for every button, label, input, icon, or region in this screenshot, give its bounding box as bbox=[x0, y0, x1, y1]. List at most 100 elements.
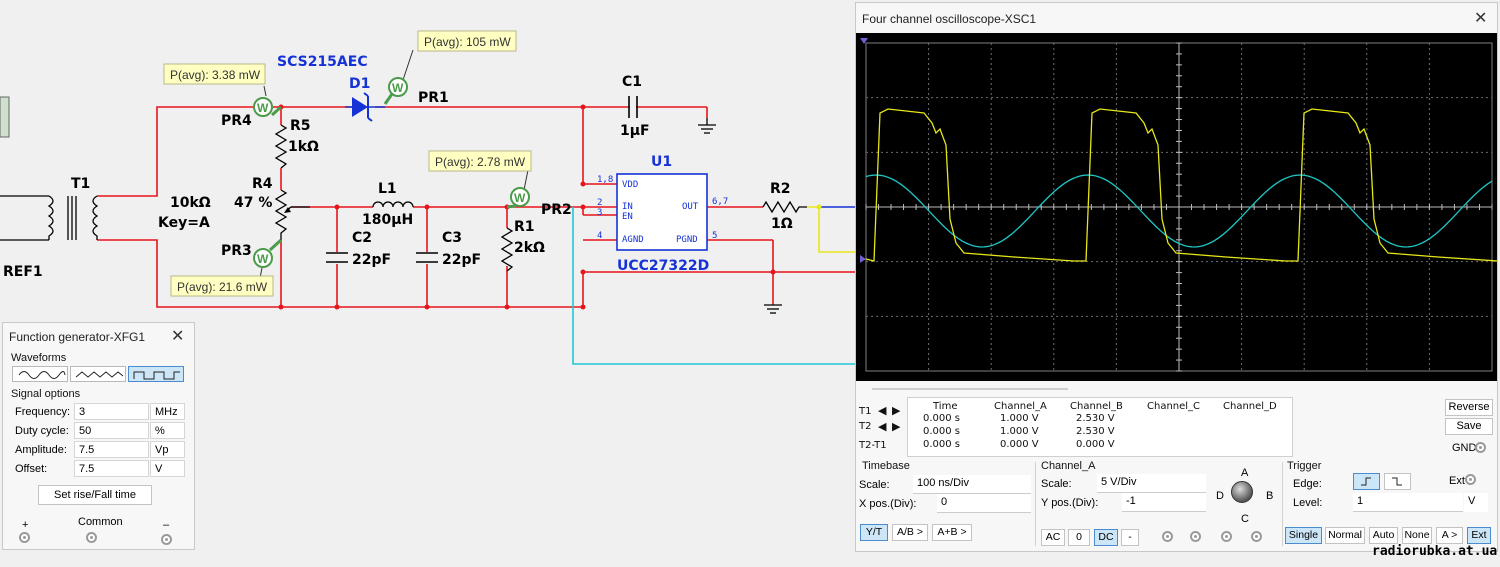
inductor-l1[interactable] bbox=[372, 201, 414, 208]
reverse-button[interactable]: Reverse bbox=[1445, 399, 1493, 416]
capacitor-c1[interactable] bbox=[628, 96, 638, 118]
osc-title: Four channel oscilloscope-XSC1 bbox=[862, 12, 1037, 26]
save-button[interactable]: Save bbox=[1445, 418, 1493, 435]
amplitude-unit[interactable]: Vp bbox=[150, 441, 185, 458]
trigger-ext-button[interactable]: Ext bbox=[1467, 527, 1491, 544]
timebase-header: Timebase bbox=[862, 460, 910, 472]
ext-trigger-terminal[interactable] bbox=[1465, 474, 1476, 485]
trigger-level-field[interactable]: 1 bbox=[1353, 493, 1463, 512]
channel-terminal-3[interactable] bbox=[1221, 531, 1232, 542]
probe-pr1[interactable]: W bbox=[383, 49, 414, 105]
t2-right-arrow-icon[interactable]: ▶ bbox=[892, 420, 901, 433]
channel-selector-knob[interactable] bbox=[1231, 481, 1253, 503]
trigger-auto-button[interactable]: Auto bbox=[1369, 527, 1398, 544]
rising-edge-button[interactable] bbox=[1353, 473, 1380, 490]
trigger-a-button[interactable]: A > bbox=[1436, 527, 1463, 544]
amplitude-label: Amplitude: bbox=[15, 444, 67, 456]
t1-channel-b: 2.530 V bbox=[1076, 413, 1115, 424]
pr3-label: PR3 bbox=[221, 243, 252, 259]
t1-left-arrow-icon[interactable]: ◀ bbox=[878, 404, 887, 417]
channel-terminal-2[interactable] bbox=[1190, 531, 1201, 542]
trigger-edge-label: Edge: bbox=[1293, 478, 1322, 490]
channel-terminal-1[interactable] bbox=[1162, 531, 1173, 542]
mode-ab-button[interactable]: A/B > bbox=[892, 524, 928, 541]
set-rise-fall-button[interactable]: Set rise/Fall time bbox=[38, 485, 152, 505]
knob-label-d: D bbox=[1216, 490, 1224, 502]
xpos-field[interactable]: 0 bbox=[937, 494, 1031, 513]
separator-2 bbox=[1282, 462, 1283, 546]
duty-cycle-field[interactable]: 50 bbox=[74, 422, 149, 439]
c2-name: C2 bbox=[352, 230, 372, 246]
terminal-plus-label: + bbox=[22, 519, 29, 531]
t2-left-arrow-icon[interactable]: ◀ bbox=[878, 420, 887, 433]
knob-label-c: C bbox=[1241, 513, 1249, 525]
c1-value: 1µF bbox=[620, 123, 650, 139]
channel-scale-field[interactable]: 5 V/Div bbox=[1097, 474, 1206, 493]
probe-pr2[interactable]: W bbox=[506, 169, 530, 209]
square-wave-button[interactable] bbox=[128, 366, 184, 382]
close-icon[interactable]: ✕ bbox=[1474, 10, 1488, 27]
offset-label: Offset: bbox=[15, 463, 48, 475]
trigger-none-button[interactable]: None bbox=[1402, 527, 1432, 544]
oscilloscope-screen[interactable] bbox=[856, 33, 1497, 381]
ground-symbol-c1 bbox=[698, 118, 716, 134]
square-wave-icon bbox=[133, 371, 180, 380]
probe-pr4[interactable]: W bbox=[253, 85, 282, 117]
resistor-r2[interactable] bbox=[762, 200, 807, 214]
ypos-field[interactable]: -1 bbox=[1122, 493, 1206, 512]
capacitor-c2[interactable] bbox=[326, 252, 348, 263]
offset-unit[interactable]: V bbox=[150, 460, 185, 477]
c2-value: 22pF bbox=[352, 252, 391, 268]
transformer-t1[interactable] bbox=[0, 195, 99, 241]
trigger-level-unit[interactable]: V bbox=[1464, 493, 1488, 512]
falling-edge-button[interactable] bbox=[1384, 473, 1411, 490]
trigger-level-marker[interactable] bbox=[860, 255, 866, 263]
frequency-unit[interactable]: MHz bbox=[150, 403, 185, 420]
diode-d1[interactable] bbox=[345, 92, 385, 122]
mode-aplusb-button[interactable]: A+B > bbox=[932, 524, 972, 541]
resistor-r1[interactable] bbox=[500, 227, 514, 272]
channel-terminal-4[interactable] bbox=[1251, 531, 1262, 542]
amplitude-field[interactable]: 7.5 bbox=[74, 441, 149, 458]
close-icon[interactable]: ✕ bbox=[171, 328, 185, 345]
frequency-label: Frequency: bbox=[15, 406, 71, 418]
potentiometer-r4[interactable] bbox=[274, 189, 288, 240]
header-channel-b: Channel_B bbox=[1070, 401, 1123, 412]
r4-wiper-arrow bbox=[284, 207, 291, 213]
ic-u1[interactable] bbox=[616, 173, 708, 251]
coupling-minus-button[interactable]: - bbox=[1121, 529, 1139, 546]
u1-pin-en-num: 3 bbox=[597, 208, 602, 218]
oscilloscope-window[interactable]: Four channel oscilloscope-XSC1 ✕ bbox=[855, 2, 1498, 552]
mode-yt-button[interactable]: Y/T bbox=[860, 524, 888, 541]
trigger-normal-button[interactable]: Normal bbox=[1325, 527, 1365, 544]
duty-cycle-unit[interactable]: % bbox=[150, 422, 185, 439]
resistor-r5[interactable] bbox=[274, 124, 288, 169]
coupling-zero-button[interactable]: 0 bbox=[1068, 529, 1090, 546]
coupling-dc-button[interactable]: DC bbox=[1094, 529, 1118, 546]
capacitor-c3[interactable] bbox=[416, 252, 438, 263]
cursor-t1-marker[interactable] bbox=[860, 38, 868, 44]
terminal-common[interactable] bbox=[86, 532, 97, 543]
triangle-wave-button[interactable] bbox=[70, 366, 126, 382]
probe-readout-pr4-text: P(avg): 3.38 mW bbox=[170, 68, 261, 82]
screen-scrollbar[interactable] bbox=[872, 388, 1068, 390]
trigger-single-button[interactable]: Single bbox=[1285, 527, 1322, 544]
timebase-scale-field[interactable]: 100 ns/Div bbox=[913, 475, 1031, 494]
coupling-ac-button[interactable]: AC bbox=[1041, 529, 1065, 546]
offset-field[interactable]: 7.5 bbox=[74, 460, 149, 477]
terminal-minus[interactable] bbox=[161, 534, 172, 545]
ext-label: Ext bbox=[1449, 475, 1465, 487]
frequency-field[interactable]: 3 bbox=[74, 403, 149, 420]
u1-pin-out-num: 6,7 bbox=[712, 197, 728, 207]
r2-value: 1Ω bbox=[771, 216, 793, 232]
gnd-terminal[interactable] bbox=[1475, 442, 1486, 453]
watermark: radiorubka.at.ua bbox=[1372, 544, 1498, 559]
timebase-scale-label: Scale: bbox=[859, 479, 890, 491]
sine-wave-button[interactable] bbox=[12, 366, 68, 382]
r1-value: 2kΩ bbox=[514, 240, 545, 256]
t1-right-arrow-icon[interactable]: ▶ bbox=[892, 404, 901, 417]
probe-pr3[interactable]: W bbox=[253, 238, 283, 279]
terminal-plus[interactable] bbox=[19, 532, 30, 543]
channel-b-trace bbox=[865, 174, 1493, 248]
